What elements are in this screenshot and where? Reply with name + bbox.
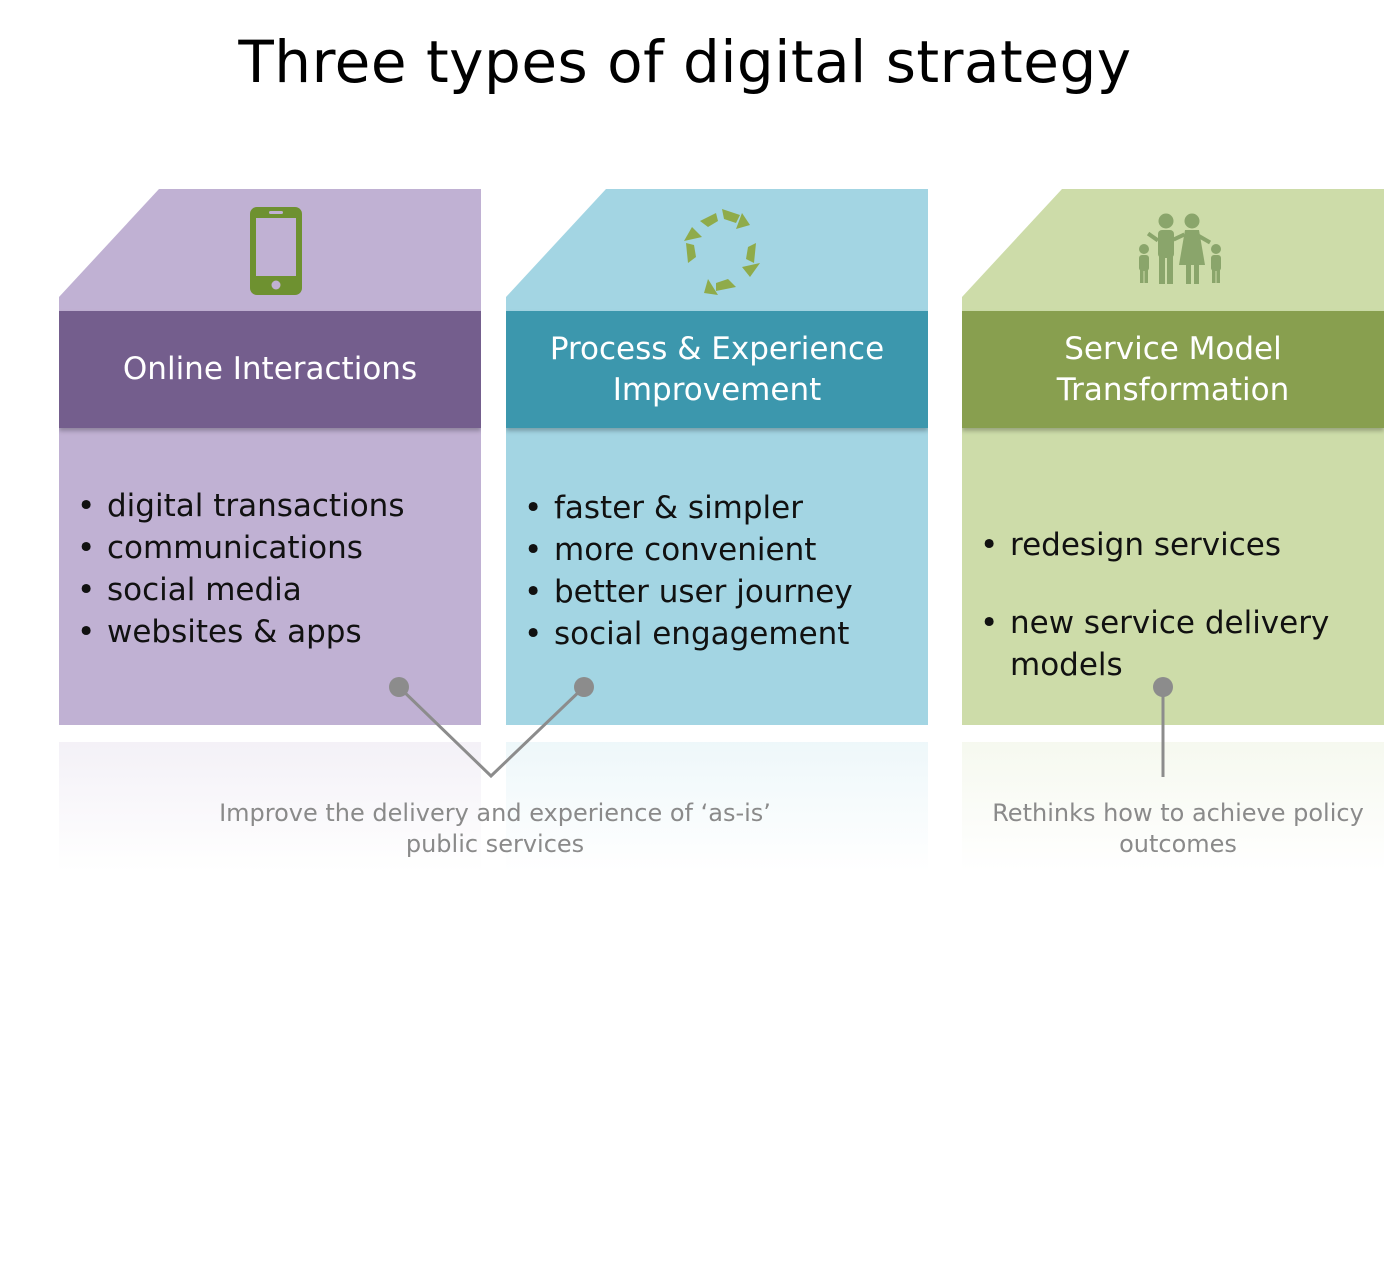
bullet-item: faster & simpler xyxy=(524,487,853,529)
smartphone-icon xyxy=(250,207,302,295)
card-heading: Service Model Transformation xyxy=(1056,330,1290,408)
bullet-item: communications xyxy=(77,527,404,569)
card-heading-band: Service Model Transformation xyxy=(962,311,1384,428)
connector-dot xyxy=(574,677,594,697)
card-reflection-service xyxy=(962,742,1384,872)
bullet-list: redesign services new service delivery m… xyxy=(980,488,1331,725)
card-heading: Online Interactions xyxy=(122,351,418,387)
card-heading: Process & Experience Improvement xyxy=(549,330,885,408)
bullet-item: digital transactions xyxy=(77,485,404,527)
card-online-interactions: Online Interactions digital transactions… xyxy=(59,189,481,725)
bullet-item: social engagement xyxy=(524,613,853,655)
connector-line-left xyxy=(397,685,586,779)
bullet-item: more convenient xyxy=(524,529,853,571)
connector-dot xyxy=(389,677,409,697)
page-title: Three types of digital strategy xyxy=(238,28,1132,96)
card-reflection-online xyxy=(59,742,481,872)
caption-policy-outcomes: Rethinks how to achieve policy outcomes xyxy=(992,799,1364,858)
card-heading-band: Online Interactions xyxy=(59,311,481,428)
cycle-arrows-icon xyxy=(684,209,760,295)
card-heading-band: Process & Experience Improvement xyxy=(506,311,928,428)
caption-as-is-services: Improve the delivery and experience of ‘… xyxy=(219,799,771,858)
connector-dot xyxy=(1153,677,1173,697)
bullet-item: redesign services xyxy=(980,524,1331,566)
family-icon xyxy=(1139,213,1221,284)
bullet-item: social media xyxy=(77,569,404,611)
bullet-list: digital transactions communications soci… xyxy=(77,485,404,653)
card-reflection-process xyxy=(506,742,928,872)
bullet-item: websites & apps xyxy=(77,611,404,653)
bullet-list: faster & simpler more convenient better … xyxy=(524,487,853,655)
card-service-model: Service Model Transformation redesign se… xyxy=(962,189,1384,725)
bullet-item: better user journey xyxy=(524,571,853,613)
card-process-experience: Process & Experience Improvement faster … xyxy=(506,189,928,725)
bullet-item: new service delivery models xyxy=(980,602,1331,686)
bullet-item: system-level change xyxy=(980,722,1331,725)
